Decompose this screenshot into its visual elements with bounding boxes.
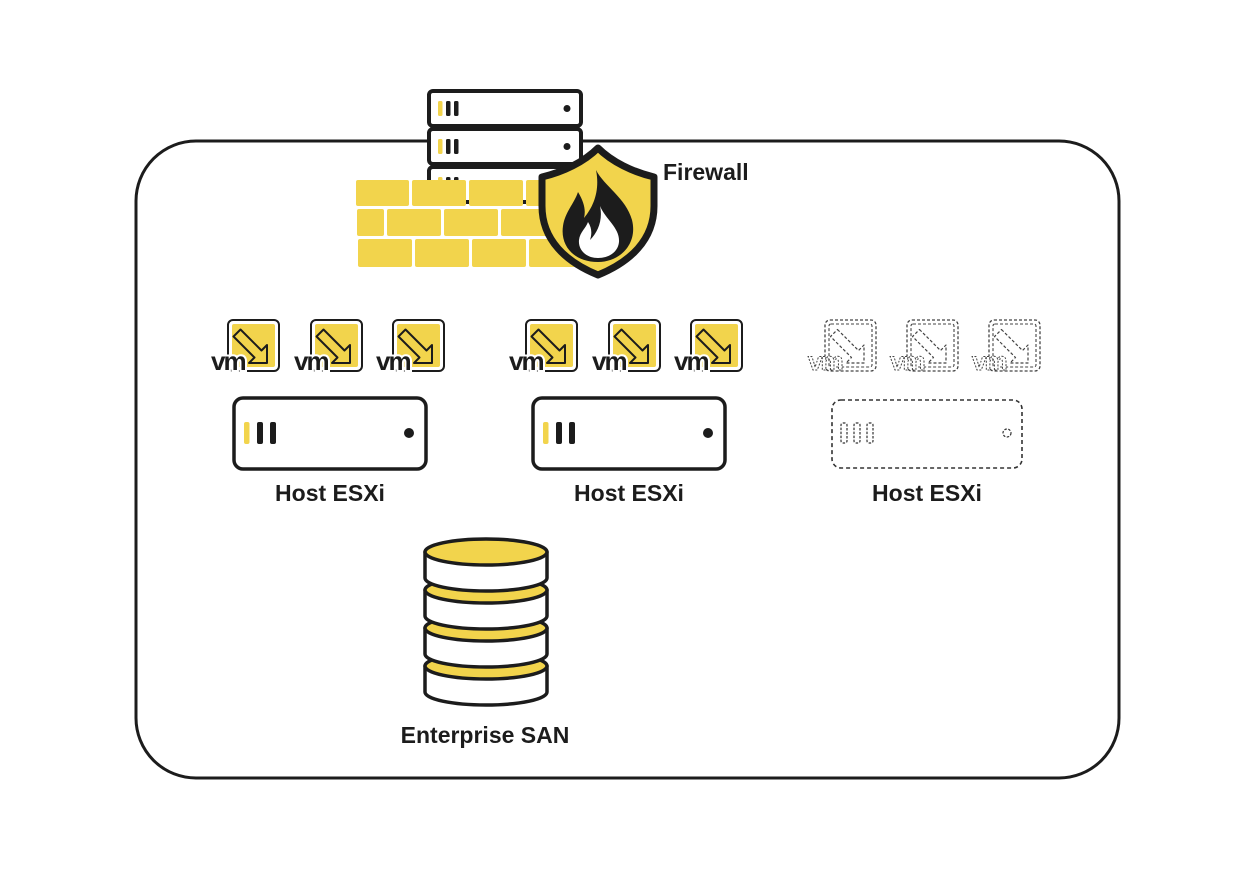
status-light (270, 422, 276, 444)
rack-unit (427, 127, 583, 166)
vm-icon: vm (590, 319, 661, 378)
status-light (866, 422, 874, 444)
firewall-label: Firewall (663, 159, 749, 185)
wall-brick (387, 209, 441, 236)
esxi-host-3 (831, 399, 1023, 469)
vm-label: vm (294, 346, 328, 376)
status-light (454, 101, 459, 116)
wall-brick (469, 180, 523, 206)
host-server-icon (232, 396, 428, 471)
flame-core (578, 206, 620, 258)
vm-label: vm (890, 346, 924, 376)
status-light (438, 101, 443, 116)
datacenter-boundary (134, 139, 1121, 780)
status-light (569, 422, 575, 444)
wall-brick (358, 239, 412, 267)
vm-arrow-icon (530, 328, 566, 364)
host-server-icon (831, 399, 1023, 469)
wall-brick (356, 180, 409, 206)
vm-icon: vm (890, 319, 959, 377)
status-light (257, 422, 263, 444)
vm-icon: vm (209, 319, 280, 378)
rack-unit-chassis (427, 89, 583, 128)
vm-icon: vm (292, 319, 363, 378)
vm-group-host-2: vm vm vm (507, 319, 743, 378)
vm-arrow-icon (397, 328, 433, 364)
host-label: Host ESXi (872, 480, 982, 506)
wall-brick (415, 239, 469, 267)
vm-icon-fill (992, 323, 1037, 368)
esxi-host-1 (232, 396, 428, 471)
status-light (543, 422, 549, 444)
vm-label: vm (592, 346, 626, 376)
storage-disc (423, 537, 549, 593)
status-light (446, 139, 451, 154)
database-stack-icon (423, 537, 549, 707)
vm-arrow-icon (829, 328, 865, 364)
status-light (840, 422, 848, 444)
power-led (563, 143, 571, 150)
status-light (853, 422, 861, 444)
wall-brick (444, 209, 498, 236)
rack-unit (427, 89, 583, 128)
power-led (703, 428, 713, 438)
power-led (1002, 428, 1012, 438)
vm-arrow-icon (232, 328, 268, 364)
vm-label: vm (509, 346, 543, 376)
status-light (244, 422, 250, 444)
vm-group-host-1: vm vm vm (209, 319, 445, 378)
storage-label: Enterprise SAN (401, 722, 570, 748)
vm-icon: vm (507, 319, 578, 378)
vm-icon: vm (972, 319, 1041, 377)
host-label: Host ESXi (275, 480, 385, 506)
status-light (454, 139, 459, 154)
vm-icon: vm (808, 319, 877, 377)
vm-icon-fill (828, 323, 873, 368)
vm-icon: vm (672, 319, 743, 378)
wall-brick (412, 180, 466, 206)
rack-unit-chassis (427, 127, 583, 166)
host-label: Host ESXi (574, 480, 684, 506)
vm-label: vm (972, 346, 1006, 376)
power-led (404, 428, 414, 438)
vm-icon: vm (374, 319, 445, 378)
vm-group-host-3: vm vm vm (808, 319, 1041, 377)
vm-arrow-icon (695, 328, 731, 364)
vm-arrow-icon (911, 328, 947, 364)
vm-label: vm (808, 346, 842, 376)
wall-brick (357, 209, 384, 236)
vm-arrow-icon (993, 328, 1029, 364)
vm-layer: vm vm vm vm vm vm vm vm vm (209, 319, 1041, 378)
esxi-host-2 (531, 396, 727, 471)
power-led (563, 105, 571, 112)
vm-arrow-icon (613, 328, 649, 364)
wall-brick (472, 239, 526, 267)
vm-label: vm (674, 346, 708, 376)
status-light (446, 101, 451, 116)
status-light (438, 139, 443, 154)
host-server-icon (531, 396, 727, 471)
disc-top (423, 537, 549, 567)
vm-label: vm (211, 346, 245, 376)
vm-arrow-icon (315, 328, 351, 364)
vm-icon-fill (910, 323, 955, 368)
flame-shield-icon (538, 144, 658, 279)
vm-label: vm (376, 346, 410, 376)
status-light (556, 422, 562, 444)
